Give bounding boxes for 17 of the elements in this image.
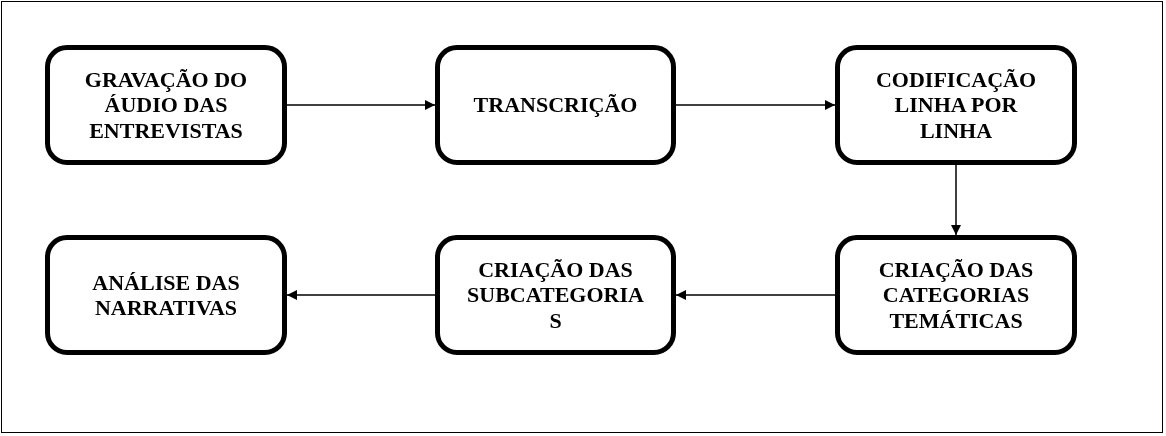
arrow (286, 100, 436, 110)
step-label: CODIFICAÇÃO LINHA POR LINHA (874, 67, 1038, 143)
process-box (835, 45, 1077, 165)
arrow (675, 290, 836, 300)
process-box (45, 235, 287, 355)
arrow (951, 164, 961, 236)
process-box (45, 45, 287, 165)
process-box (435, 235, 676, 355)
step-label: CRIAÇÃO DAS CATEGORIAS TEMÁTICAS (877, 257, 1035, 333)
arrow (675, 100, 836, 110)
arrow (286, 290, 436, 300)
step-label: TRANSCRIÇÃO (472, 92, 639, 118)
step-label: CRIAÇÃO DAS SUBCATEGORIAS (466, 257, 645, 333)
process-box (435, 45, 676, 165)
step-label: GRAVAÇÃO DO ÁUDIO DAS ENTREVISTAS (83, 67, 249, 143)
process-box (835, 235, 1077, 355)
step-label: ANÁLISE DAS NARRATIVAS (91, 269, 241, 321)
